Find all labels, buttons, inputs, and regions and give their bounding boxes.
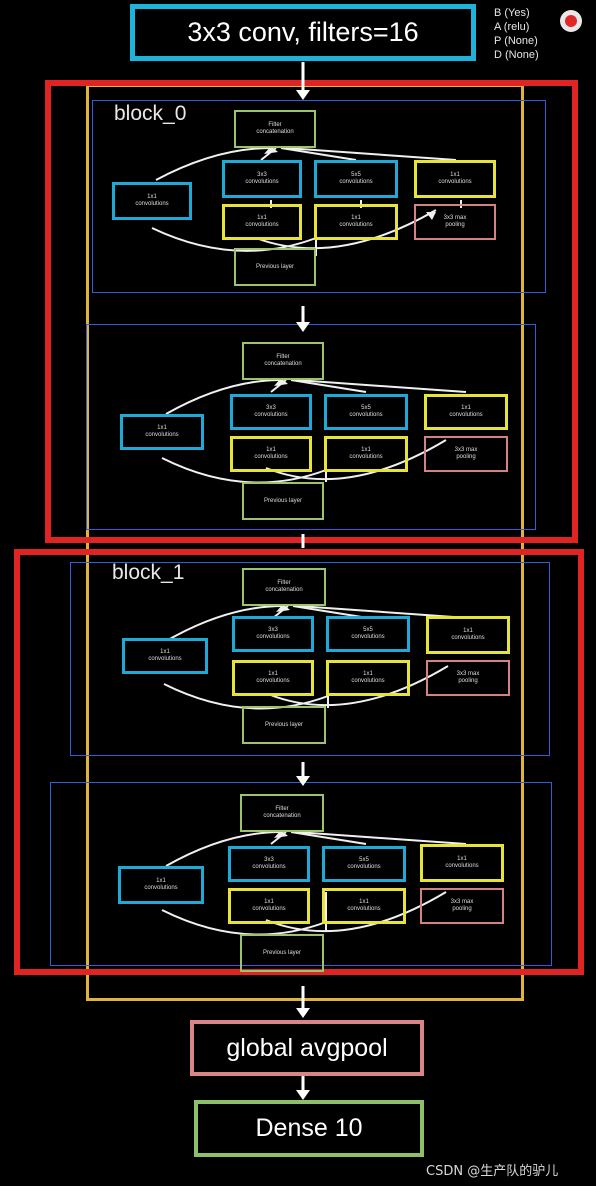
- conv-1x1-reduce-box: 1x1 convolutions: [326, 660, 410, 696]
- inception-module: Filter concatenation 1x1 convolutions 3x…: [118, 566, 538, 756]
- previous-layer-box: Previous layer: [234, 248, 316, 286]
- conv-1x1-reduce-box: 1x1 convolutions: [228, 888, 310, 924]
- conv-3x3-label: 3x3 conv, filters=16: [187, 17, 419, 47]
- conv-1x1-box: 1x1 convolutions: [112, 182, 192, 220]
- module-0-frame: [92, 100, 546, 293]
- block-0-label: block_0: [114, 102, 187, 125]
- conv-1x1-box: 1x1 convolutions: [122, 638, 208, 674]
- conv-3x3-box: 3x3 conv, filters=16: [130, 4, 476, 61]
- module-2-frame: [70, 562, 550, 756]
- conv-1x1-reduce-box: 1x1 convolutions: [222, 204, 302, 240]
- legend-d: D (None): [494, 49, 539, 61]
- legend-a: A (relu): [494, 21, 530, 33]
- max-pool-box: 3x3 max pooling: [414, 204, 496, 240]
- max-pool-box: 3x3 max pooling: [424, 436, 508, 472]
- legend-p: P (None): [494, 35, 538, 47]
- conv-3x3-module-box: 3x3 convolutions: [230, 394, 312, 430]
- max-pool-box: 3x3 max pooling: [420, 888, 504, 924]
- inception-module: Filter concatenation 1x1 convolutions 3x…: [116, 340, 536, 530]
- conv-1x1-box: 1x1 convolutions: [118, 866, 204, 904]
- conv-3x3-module-box: 3x3 convolutions: [232, 616, 314, 652]
- block-1-frame: [14, 549, 584, 975]
- global-avgpool-label: global avgpool: [226, 1033, 388, 1062]
- conv-5x5-box: 5x5 convolutions: [326, 616, 410, 652]
- conv-5x5-box: 5x5 convolutions: [324, 394, 408, 430]
- conv-3x3-module-box: 3x3 convolutions: [222, 160, 302, 198]
- legend-b: B (Yes): [494, 7, 530, 19]
- conv-1x1-reduce-box: 1x1 convolutions: [324, 436, 408, 472]
- conv-1x1-yellow-box: 1x1 convolutions: [426, 616, 510, 654]
- global-avgpool-box: global avgpool: [190, 1020, 424, 1076]
- record-indicator-icon: [560, 10, 582, 32]
- watermark: CSDN @生产队的驴儿: [426, 1164, 559, 1179]
- conv-1x1-yellow-box: 1x1 convolutions: [414, 160, 496, 198]
- inception-module: Filter concatenation 1x1 convolutions 3x…: [106, 108, 526, 298]
- conv-1x1-reduce-box: 1x1 convolutions: [322, 888, 406, 924]
- filter-concat-box: Filter concatenation: [242, 342, 324, 380]
- conv-1x1-yellow-box: 1x1 convolutions: [420, 844, 504, 882]
- filter-concat-box: Filter concatenation: [242, 568, 326, 606]
- legend: B (Yes) A (relu) P (None) D (None): [494, 6, 564, 62]
- conv-1x1-reduce-box: 1x1 convolutions: [230, 436, 312, 472]
- module-1-frame: [86, 324, 536, 530]
- dense-label: Dense 10: [255, 1114, 363, 1142]
- max-pool-box: 3x3 max pooling: [426, 660, 510, 696]
- previous-layer-box: Previous layer: [240, 934, 324, 972]
- conv-1x1-reduce-box: 1x1 convolutions: [314, 204, 398, 240]
- filter-concat-box: Filter concatenation: [234, 110, 316, 148]
- block-1-label: block_1: [112, 561, 185, 584]
- previous-layer-box: Previous layer: [242, 482, 324, 520]
- conv-1x1-box: 1x1 convolutions: [120, 414, 204, 450]
- conv-1x1-yellow-box: 1x1 convolutions: [424, 394, 508, 430]
- block-0-frame: [45, 80, 578, 543]
- dense-box: Dense 10: [194, 1100, 424, 1157]
- previous-layer-box: Previous layer: [242, 706, 326, 744]
- conv-3x3-module-box: 3x3 convolutions: [228, 846, 310, 882]
- conv-5x5-box: 5x5 convolutions: [322, 846, 406, 882]
- conv-5x5-box: 5x5 convolutions: [314, 160, 398, 198]
- inception-module: Filter concatenation 1x1 convolutions 3x…: [116, 792, 536, 982]
- conv-1x1-reduce-box: 1x1 convolutions: [232, 660, 314, 696]
- filter-concat-box: Filter concatenation: [240, 794, 324, 832]
